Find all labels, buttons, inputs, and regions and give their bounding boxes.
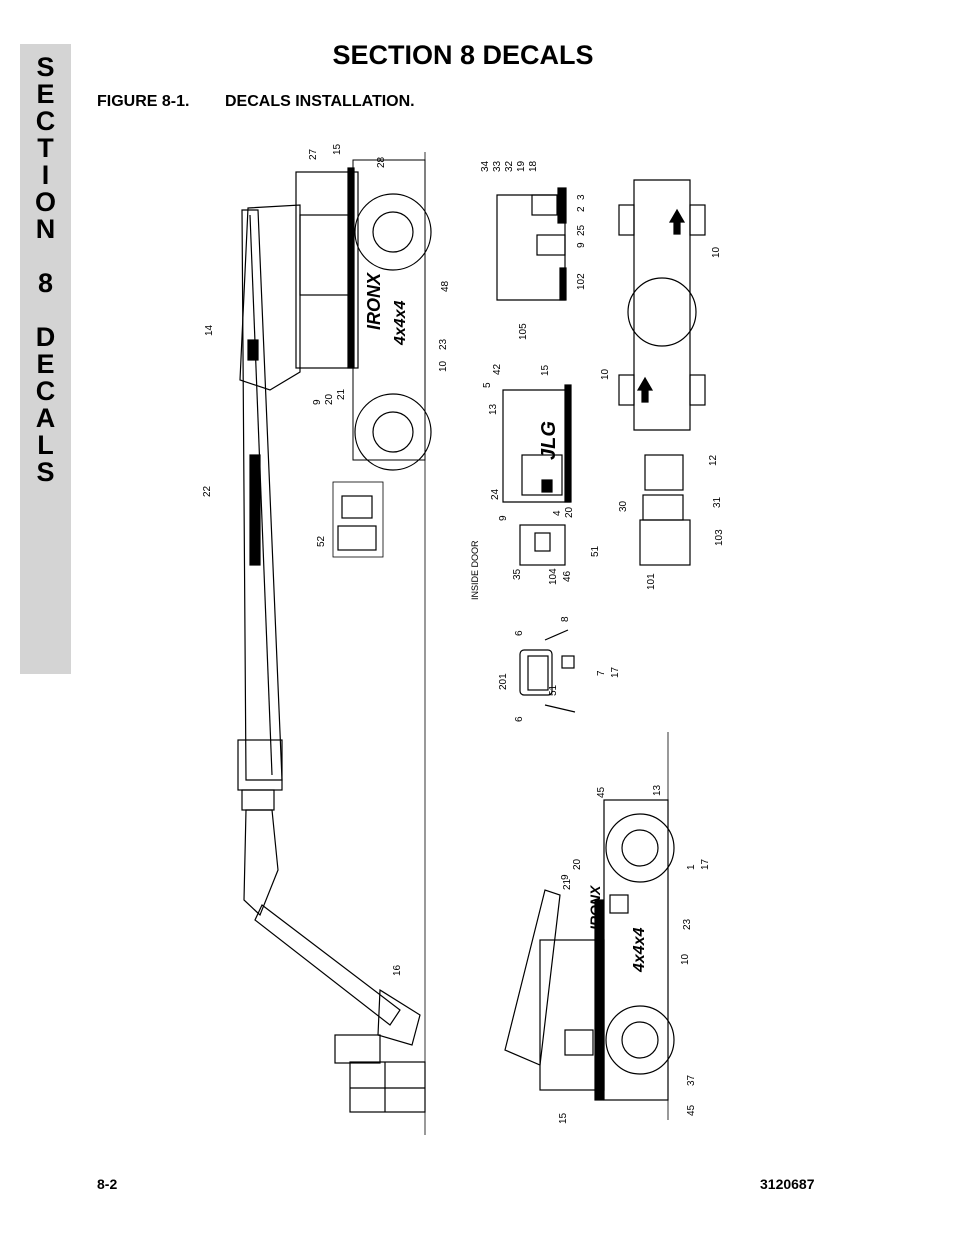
side-tab-letter: C [35,106,56,136]
callout-46: 46 [562,570,573,582]
callout-9-detail: 9 [576,242,587,248]
callout-23: 23 [438,338,449,350]
side-tab-letter: I [41,160,50,190]
side-tab-letter: T [37,133,54,163]
callout-27: 27 [308,148,319,160]
callout-105: 105 [518,323,529,340]
callout-15: 15 [332,143,343,155]
figure-caption: DECALS INSTALLATION. [225,93,415,110]
callout-19: 19 [516,160,527,172]
callout-201: 201 [498,673,509,690]
callout-28: 28 [376,156,387,168]
brand-decal: JLG [538,421,560,460]
callout-37: 37 [686,1074,697,1086]
callout-6: 6 [514,630,525,636]
side-tab-letter: D [35,322,56,352]
section-side-tab: S E C T I O N 8 D E C A L S [20,44,71,674]
callout-10-lower: 10 [680,953,691,965]
page-title: SECTION 8 DECALS [332,40,594,70]
callout-104: 104 [548,568,559,585]
callout-20-lower: 20 [572,858,583,870]
callout-33: 33 [492,160,503,172]
drive-decal: 4x4x4 [392,300,409,346]
callout-13-lower: 13 [652,784,663,796]
callout-10-frame: 10 [711,246,722,258]
callout-8: 8 [560,616,571,622]
callout-15-side: 15 [540,364,551,376]
callout-34: 34 [480,160,491,172]
inside-door-label: INSIDE DOOR [470,540,480,600]
callout-42: 42 [492,363,503,375]
callout-52: 52 [316,535,327,547]
callout-6-mirror: 6 [514,716,525,722]
callout-35: 35 [512,568,523,580]
side-tab-letter: O [34,187,56,217]
callout-30: 30 [618,500,629,512]
callout-32: 32 [504,160,515,172]
callout-22: 22 [202,485,213,497]
callout-17: 17 [610,666,621,678]
callout-7: 7 [596,670,607,676]
callout-20: 20 [324,393,335,405]
callout-1: 1 [686,864,697,870]
callout-17-lower: 17 [700,858,711,870]
model-decal-lower: IRONX [587,884,603,930]
callout-10-frame-2: 10 [600,368,611,380]
side-tab-letter: A [35,403,56,433]
figure-number: FIGURE 8-1. [97,93,190,110]
callout-20-side: 20 [564,506,575,518]
callout-3: 3 [576,194,587,200]
page-number: 8-2 [97,1176,118,1192]
callout-12: 12 [708,454,719,466]
callout-13: 13 [488,403,499,415]
model-decal: IRONX [364,272,384,330]
side-tab-letter: S [36,52,55,82]
callout-25: 25 [576,224,587,236]
side-tab-letter: E [36,349,55,379]
callout-102: 102 [576,273,587,290]
callout-15-lower: 15 [558,1112,569,1124]
callout-16: 16 [392,964,403,976]
callout-9-lower: 9 [560,874,571,880]
callout-103: 103 [714,529,725,546]
callout-2: 2 [576,206,587,212]
drive-decal-lower: 4x4x4 [631,927,648,973]
callout-23-lower: 23 [682,918,693,930]
callout-21-lower: 21 [562,878,573,890]
document-number: 3120687 [760,1176,815,1192]
side-tab-letter: 8 [37,268,54,298]
callout-45: 45 [596,786,607,798]
figure-title: FIGURE 8-1. DECALS INSTALLATION. [97,93,415,111]
callout-9-side: 9 [498,515,509,521]
callout-9: 9 [312,399,323,405]
callout-45-lower: 45 [686,1104,697,1116]
callout-21: 21 [336,388,347,400]
side-tab-letter: N [35,214,56,244]
callout-48: 48 [440,280,451,292]
side-tab-letter: C [35,376,56,406]
callout-5: 5 [482,382,493,388]
callout-14: 14 [204,324,215,336]
side-tab-letter: L [37,430,54,460]
callout-31: 31 [712,496,723,508]
side-tab-letter: S [36,457,55,487]
callout-101: 101 [646,573,657,590]
callout-4: 4 [552,510,563,516]
callout-51: 51 [590,545,601,557]
callout-51-mirror: 51 [548,684,559,696]
callout-18: 18 [528,160,539,172]
side-tab-letter: E [36,79,55,109]
callout-24: 24 [490,488,501,500]
callout-10: 10 [438,360,449,372]
